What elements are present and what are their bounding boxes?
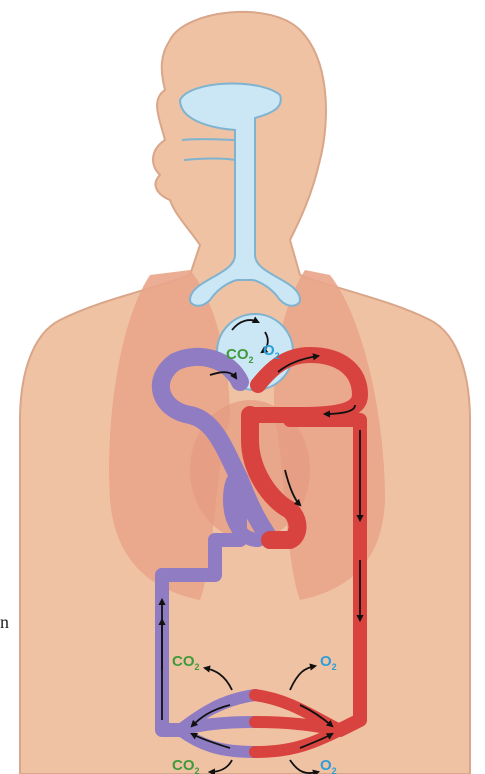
stray-character: n	[0, 612, 9, 633]
